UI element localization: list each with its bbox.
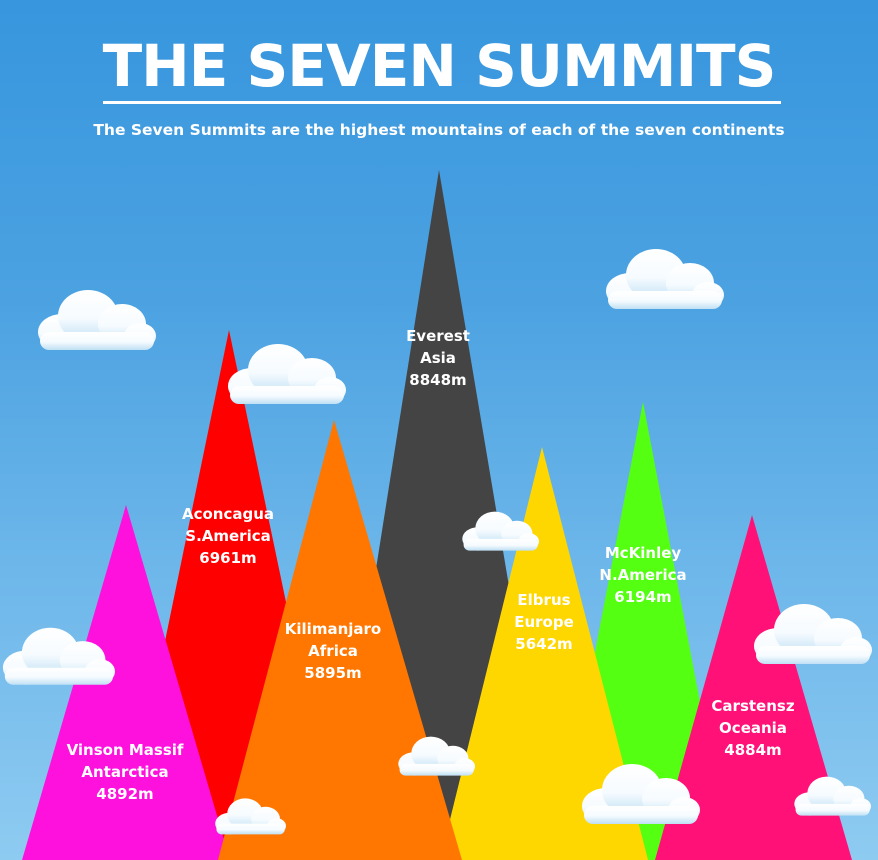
summit-height: 8848m [409,371,467,389]
summit-height: 5895m [304,664,362,682]
summit-continent: Africa [308,642,358,660]
page-title: THE SEVEN SUMMITS [102,32,777,100]
summit-continent: S.America [185,527,271,545]
summit-name: McKinley [604,544,682,562]
summit-continent: N.America [599,566,687,584]
summit-height: 4884m [724,741,782,759]
summit-continent: Oceania [719,719,787,737]
summit-continent: Europe [514,613,574,631]
cloud-icon [228,344,346,404]
title-underline [103,101,781,104]
summit-name: Elbrus [517,591,571,609]
summit-name: Carstensz [711,697,795,715]
summit-label-elbrus: Elbrus Europe 5642m [459,589,629,655]
summit-continent: Antarctica [81,763,169,781]
cloud-icon [38,290,156,350]
summit-name: Aconcagua [181,505,275,523]
summit-height: 6961m [199,549,257,567]
cloud-icon [606,249,724,309]
mountain-vinson-massif [22,505,230,860]
mountain-elbrus [440,447,648,860]
summit-name: Vinson Massif [66,741,184,759]
summit-continent: Asia [420,349,456,367]
mountain-carstensz [655,515,852,860]
summit-name: Kilimanjaro [284,620,382,638]
summit-name: Everest [406,327,470,345]
summit-label-carstensz: Carstensz Oceania 4884m [668,695,838,761]
summit-height: 6194m [614,588,672,606]
summit-label-mckinley: McKinley N.America 6194m [558,542,728,608]
summit-height: 5642m [515,635,573,653]
summit-label-aconcagua: Aconcagua S.America 6961m [143,503,313,569]
summit-height: 4892m [96,785,154,803]
page-subtitle: The Seven Summits are the highest mounta… [93,121,785,139]
mountain-kilimanjaro [218,420,462,860]
summit-label-vinson-massif: Vinson Massif Antarctica 4892m [40,739,210,805]
summit-label-kilimanjaro: Kilimanjaro Africa 5895m [248,618,418,684]
summit-label-everest: Everest Asia 8848m [353,325,523,391]
